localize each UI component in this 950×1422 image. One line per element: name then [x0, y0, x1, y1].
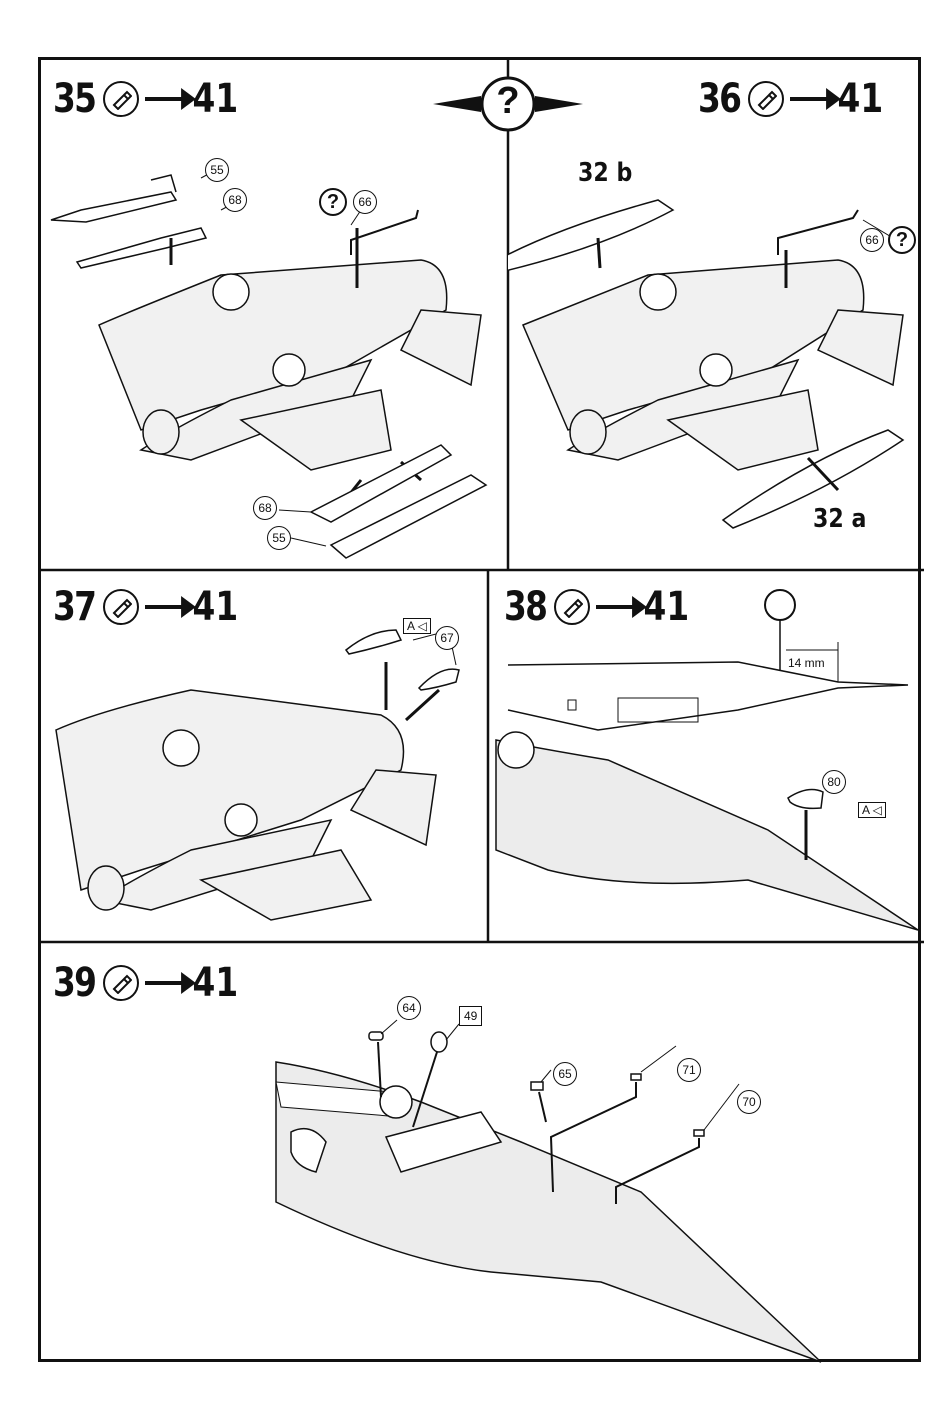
aircraft-underside-drawing	[41, 60, 508, 570]
callout-55-bottom: 55	[267, 526, 291, 550]
label-32b: 32 b	[578, 158, 632, 188]
callout-67: 67	[435, 626, 459, 650]
panel-step-37: 37 41	[41, 570, 488, 942]
measure-label: 14 mm	[788, 656, 825, 670]
instruction-sheet-frame: ? 35 41	[38, 57, 921, 1362]
label-32a: 32 a	[813, 504, 866, 534]
callout-80: 80	[822, 770, 846, 794]
callout-68-bottom: 68	[253, 496, 277, 520]
cockpit-details-drawing	[41, 942, 924, 1365]
aircraft-tank-drawing	[508, 60, 924, 570]
panel-step-38: 38 41 14 mm 80 A ◁	[488, 570, 924, 942]
nose-probe-drawing	[488, 570, 924, 942]
panel-step-36: 36 41	[508, 60, 924, 570]
callout-66: 66	[353, 190, 377, 214]
callout-55-top: 55	[205, 158, 229, 182]
callout-71: 71	[677, 1058, 701, 1082]
panel-step-39: 39 41	[41, 942, 924, 1365]
decal-flag-icon: A ◁	[858, 802, 886, 818]
decal-flag-icon: A ◁	[403, 618, 431, 634]
question-icon: ?	[888, 226, 916, 254]
callout-70: 70	[737, 1090, 761, 1114]
question-icon: ?	[319, 188, 347, 216]
drill-icon	[765, 590, 795, 620]
callout-68-top: 68	[223, 188, 247, 212]
boxed-part-49: 49	[459, 1006, 482, 1026]
panel-step-35: 35 41	[41, 60, 508, 570]
callout-64: 64	[397, 996, 421, 1020]
callout-65: 65	[553, 1062, 577, 1086]
callout-66: 66	[860, 228, 884, 252]
